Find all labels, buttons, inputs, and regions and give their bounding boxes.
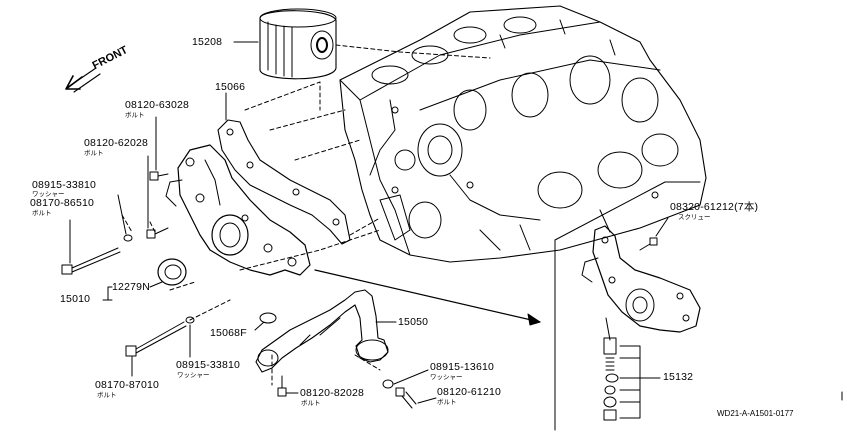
part-label-08915-13610: 08915-13610: [430, 361, 495, 373]
part-label-08320-61212: 08320-61212(7本): [670, 201, 759, 213]
part-label-12279N: 12279N: [112, 281, 150, 293]
part-label-15208: 15208: [192, 36, 223, 48]
bracket-15010: [102, 286, 113, 301]
bolt-08120-61210-icon: [395, 387, 417, 409]
part-label-15132: 15132: [663, 371, 694, 383]
detail-arrow-icon: [314, 269, 541, 326]
gasket-drawing: [217, 119, 351, 245]
bolt-08120-63028-icon: [149, 171, 169, 181]
part-label-15010: 15010: [60, 293, 91, 305]
part-note-08170-87010: ボルト: [97, 391, 117, 399]
filter-dash-line: [335, 44, 491, 59]
bolt-08120-62028-icon: [146, 227, 169, 239]
detail-frame: [554, 181, 701, 431]
part-note-08320-61212: スクリュー: [678, 213, 711, 221]
part-note-08120-61210: ボルト: [437, 398, 457, 406]
washer-08915-33810-b-icon: [185, 316, 195, 324]
oil-seal-drawing: [157, 258, 187, 286]
oil-filter-drawing: [259, 8, 337, 80]
part-label-08915-33810-a: 08915-33810: [32, 179, 97, 191]
part-label-15066: 15066: [215, 81, 246, 93]
front-arrow-icon: [65, 67, 101, 93]
part-label-15050: 15050: [398, 316, 429, 328]
part-note-08915-33810-b: ワッシャー: [177, 371, 210, 379]
part-note-08170-86510: ボルト: [32, 209, 52, 217]
part-label-08170-87010: 08170-87010: [95, 379, 160, 391]
part-note-08120-63028: ボルト: [125, 111, 145, 119]
long-bolt-08170-87010-icon: [125, 321, 187, 357]
part-note-08915-33810-a: ワッシャー: [32, 190, 65, 198]
drawing-code: WD21-A-A1501-0177: [717, 409, 794, 418]
screw-08320-61212-icon: [639, 237, 658, 251]
projection-lines: [121, 81, 381, 386]
part-label-08915-33810-b: 08915-33810: [176, 359, 241, 371]
leader-08915-33810-a: [117, 194, 127, 235]
part-note-08915-13610: ワッシャー: [430, 373, 463, 381]
leader-15068F: [254, 321, 265, 331]
detail-pump-drawing: [581, 225, 701, 341]
part-label-08120-61210: 08120-61210: [437, 386, 502, 398]
part-note-08120-82028: ボルト: [301, 399, 321, 407]
leader-08120-61210: [417, 397, 437, 404]
part-note-08120-62028: ボルト: [84, 149, 104, 157]
bracket-15132: [619, 345, 661, 419]
oil-strainer-drawing: [255, 289, 389, 373]
part-label-08170-86510: 08170-86510: [30, 197, 95, 209]
washer-08915-13610-icon: [382, 379, 394, 389]
part-label-08120-63028: 08120-63028: [125, 99, 190, 111]
oil-pump-drawing: [165, 144, 311, 276]
long-bolt-08170-86510-icon: [61, 247, 121, 275]
leader-12279N: [149, 281, 163, 288]
part-label-08120-62028: 08120-62028: [84, 137, 149, 149]
o-ring-drawing: [259, 312, 277, 324]
part-label-08120-82028: 08120-82028: [300, 387, 365, 399]
relief-valve-parts-drawing: [603, 337, 619, 421]
leader-08320-61212: [655, 217, 669, 237]
bolt-08120-82028-icon: [277, 375, 287, 397]
engine-block-drawing: [339, 5, 707, 263]
leader-08915-13610: [393, 369, 429, 385]
part-label-15068F: 15068F: [210, 327, 247, 339]
washer-08915-33810-icon: [123, 234, 133, 242]
